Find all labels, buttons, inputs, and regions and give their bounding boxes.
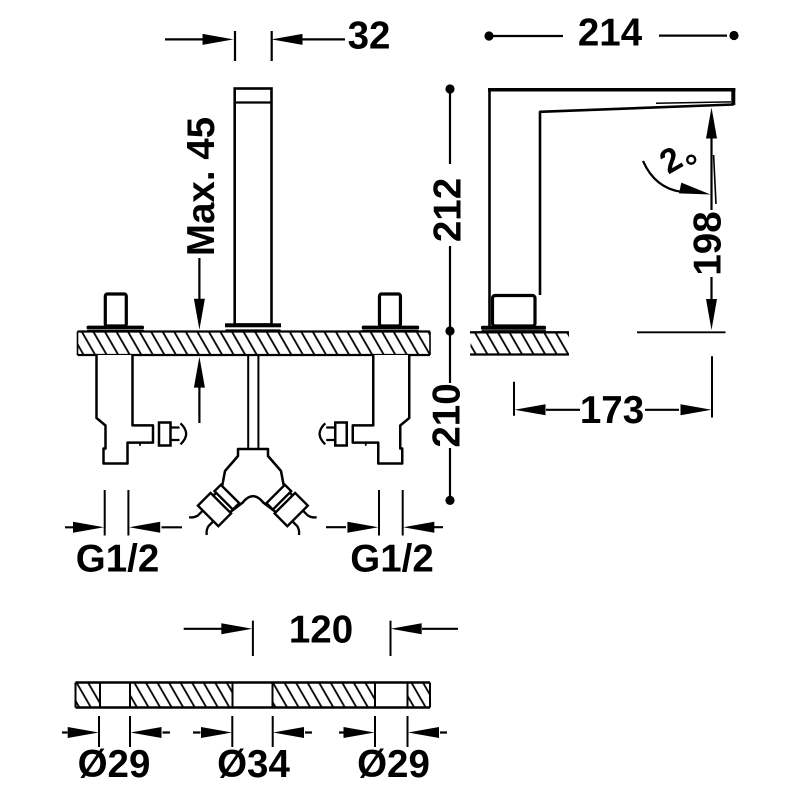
svg-text:214: 214 bbox=[578, 12, 643, 55]
svg-text:32: 32 bbox=[348, 15, 391, 58]
svg-text:120: 120 bbox=[289, 609, 353, 652]
svg-text:Max. 45: Max. 45 bbox=[180, 117, 223, 256]
svg-text:Ø34: Ø34 bbox=[217, 743, 290, 786]
svg-text:Ø29: Ø29 bbox=[78, 743, 151, 786]
svg-text:212: 212 bbox=[427, 178, 470, 242]
svg-text:198: 198 bbox=[687, 211, 730, 275]
svg-text:210: 210 bbox=[426, 383, 469, 447]
svg-text:Ø29: Ø29 bbox=[357, 743, 430, 786]
svg-text:G1/2: G1/2 bbox=[350, 538, 433, 581]
svg-text:173: 173 bbox=[580, 389, 644, 432]
svg-text:G1/2: G1/2 bbox=[76, 538, 159, 581]
